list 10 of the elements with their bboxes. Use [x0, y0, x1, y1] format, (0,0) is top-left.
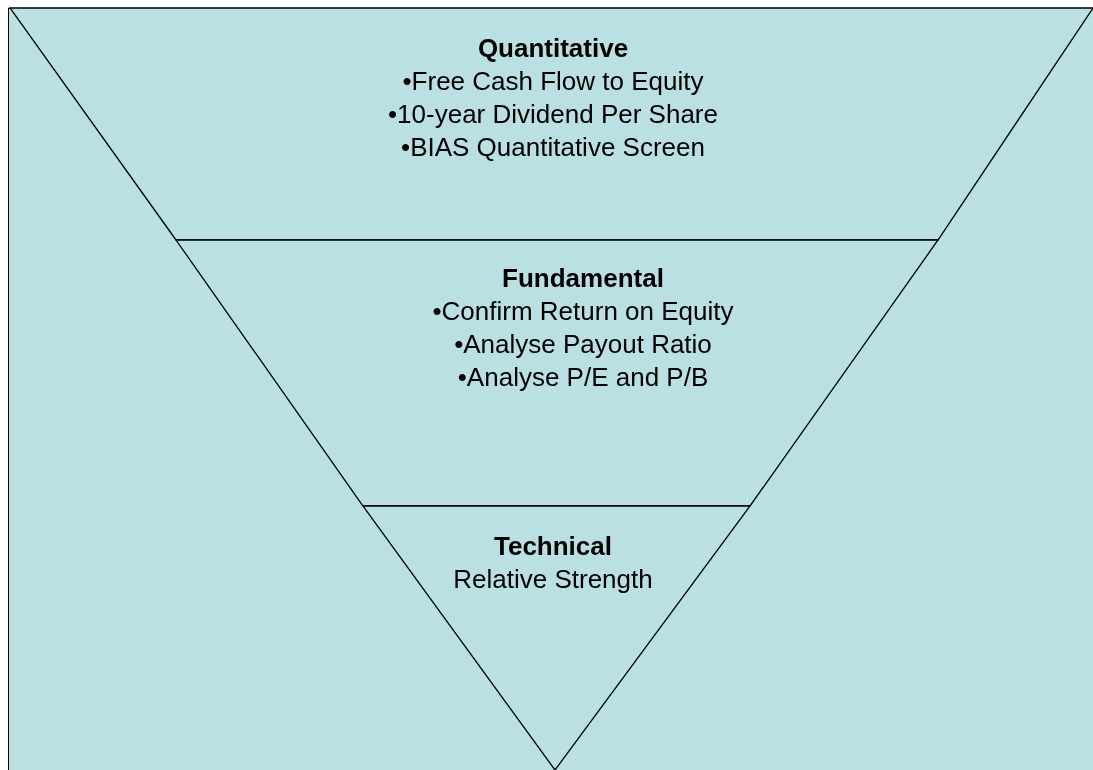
band-heading: Technical — [494, 531, 612, 561]
list-item: •Confirm Return on Equity — [432, 296, 734, 326]
list-item: •10-year Dividend Per Share — [388, 99, 718, 129]
band-heading: Quantitative — [477, 33, 629, 63]
list-item: Relative Strength — [453, 564, 653, 594]
list-item: •Analyse P/E and P/B — [457, 362, 709, 392]
list-item: •Free Cash Flow to Equity — [402, 66, 704, 96]
list-item: •BIAS Quantitative Screen — [401, 132, 705, 162]
list-item: •Analyse Payout Ratio — [454, 329, 712, 359]
band-heading: Fundamental — [502, 263, 664, 293]
